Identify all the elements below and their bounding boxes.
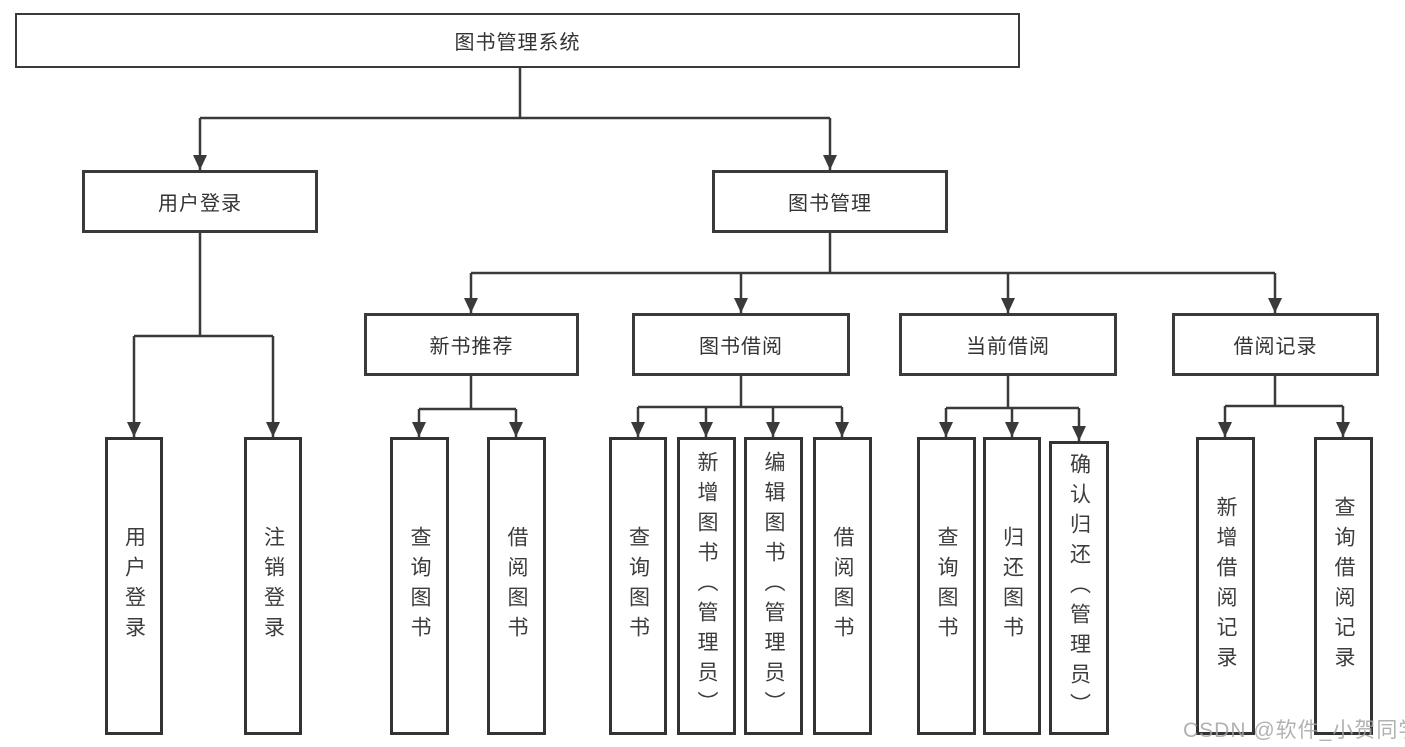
node-leaf-confirm-return-admin: 确认归还（管理员）	[1049, 441, 1109, 735]
node-leaf-return-books: 归还图书	[983, 437, 1041, 735]
node-book-management-branch: 图书管理	[712, 170, 948, 233]
node-leaf-add-borrow-record: 新增借阅记录	[1196, 437, 1255, 735]
node-book-management-branch-label: 图书管理	[788, 193, 872, 215]
node-leaf-query-books-3: 查询图书	[917, 437, 976, 735]
node-leaf-logout-label: 注销登录	[261, 526, 285, 646]
node-leaf-borrow-books-2: 借阅图书	[813, 437, 872, 735]
node-leaf-query-books-1-label: 查询图书	[408, 526, 431, 646]
node-current-borrow: 当前借阅	[899, 313, 1117, 376]
node-leaf-query-books-2: 查询图书	[609, 437, 667, 735]
node-leaf-query-books-3-label: 查询图书	[935, 526, 958, 646]
node-leaf-query-books-1: 查询图书	[390, 437, 449, 735]
node-leaf-add-books-admin: 新增图书（管理员）	[677, 437, 736, 735]
node-new-book-recommend-label: 新书推荐	[429, 336, 514, 358]
node-leaf-edit-books-admin: 编辑图书（管理员）	[744, 437, 803, 735]
node-new-book-recommend: 新书推荐	[364, 313, 579, 376]
node-book-borrow: 图书借阅	[632, 313, 850, 376]
node-leaf-borrow-books-2-label: 借阅图书	[831, 526, 854, 646]
node-leaf-add-books-admin-label: 新增图书（管理员）	[695, 451, 718, 721]
node-leaf-confirm-return-admin-label: 确认归还（管理员）	[1067, 453, 1091, 723]
node-leaf-borrow-books-1-label: 借阅图书	[505, 526, 528, 646]
node-book-borrow-label: 图书借阅	[699, 336, 783, 358]
node-borrow-record-label: 借阅记录	[1233, 336, 1318, 358]
node-leaf-user-login-label: 用户登录	[122, 526, 146, 646]
node-leaf-edit-books-admin-label: 编辑图书（管理员）	[762, 451, 785, 721]
node-user-login-branch-label: 用户登录	[158, 193, 242, 215]
node-leaf-logout: 注销登录	[244, 437, 302, 735]
csdn-watermark: CSDN @软件_小贺同学	[1183, 719, 1405, 742]
node-user-login-branch: 用户登录	[82, 170, 318, 233]
node-leaf-query-borrow-record: 查询借阅记录	[1314, 437, 1373, 735]
node-root-system: 图书管理系统	[15, 13, 1020, 68]
node-leaf-user-login: 用户登录	[105, 437, 163, 735]
node-leaf-query-books-2-label: 查询图书	[626, 526, 650, 646]
node-root-system-label: 图书管理系统	[454, 32, 581, 54]
node-leaf-return-books-label: 归还图书	[1000, 526, 1024, 646]
node-leaf-borrow-books-1: 借阅图书	[487, 437, 546, 735]
node-leaf-add-borrow-record-label: 新增借阅记录	[1214, 496, 1237, 676]
node-leaf-query-borrow-record-label: 查询借阅记录	[1332, 496, 1355, 676]
node-borrow-record: 借阅记录	[1172, 313, 1379, 376]
node-current-borrow-label: 当前借阅	[966, 336, 1050, 358]
